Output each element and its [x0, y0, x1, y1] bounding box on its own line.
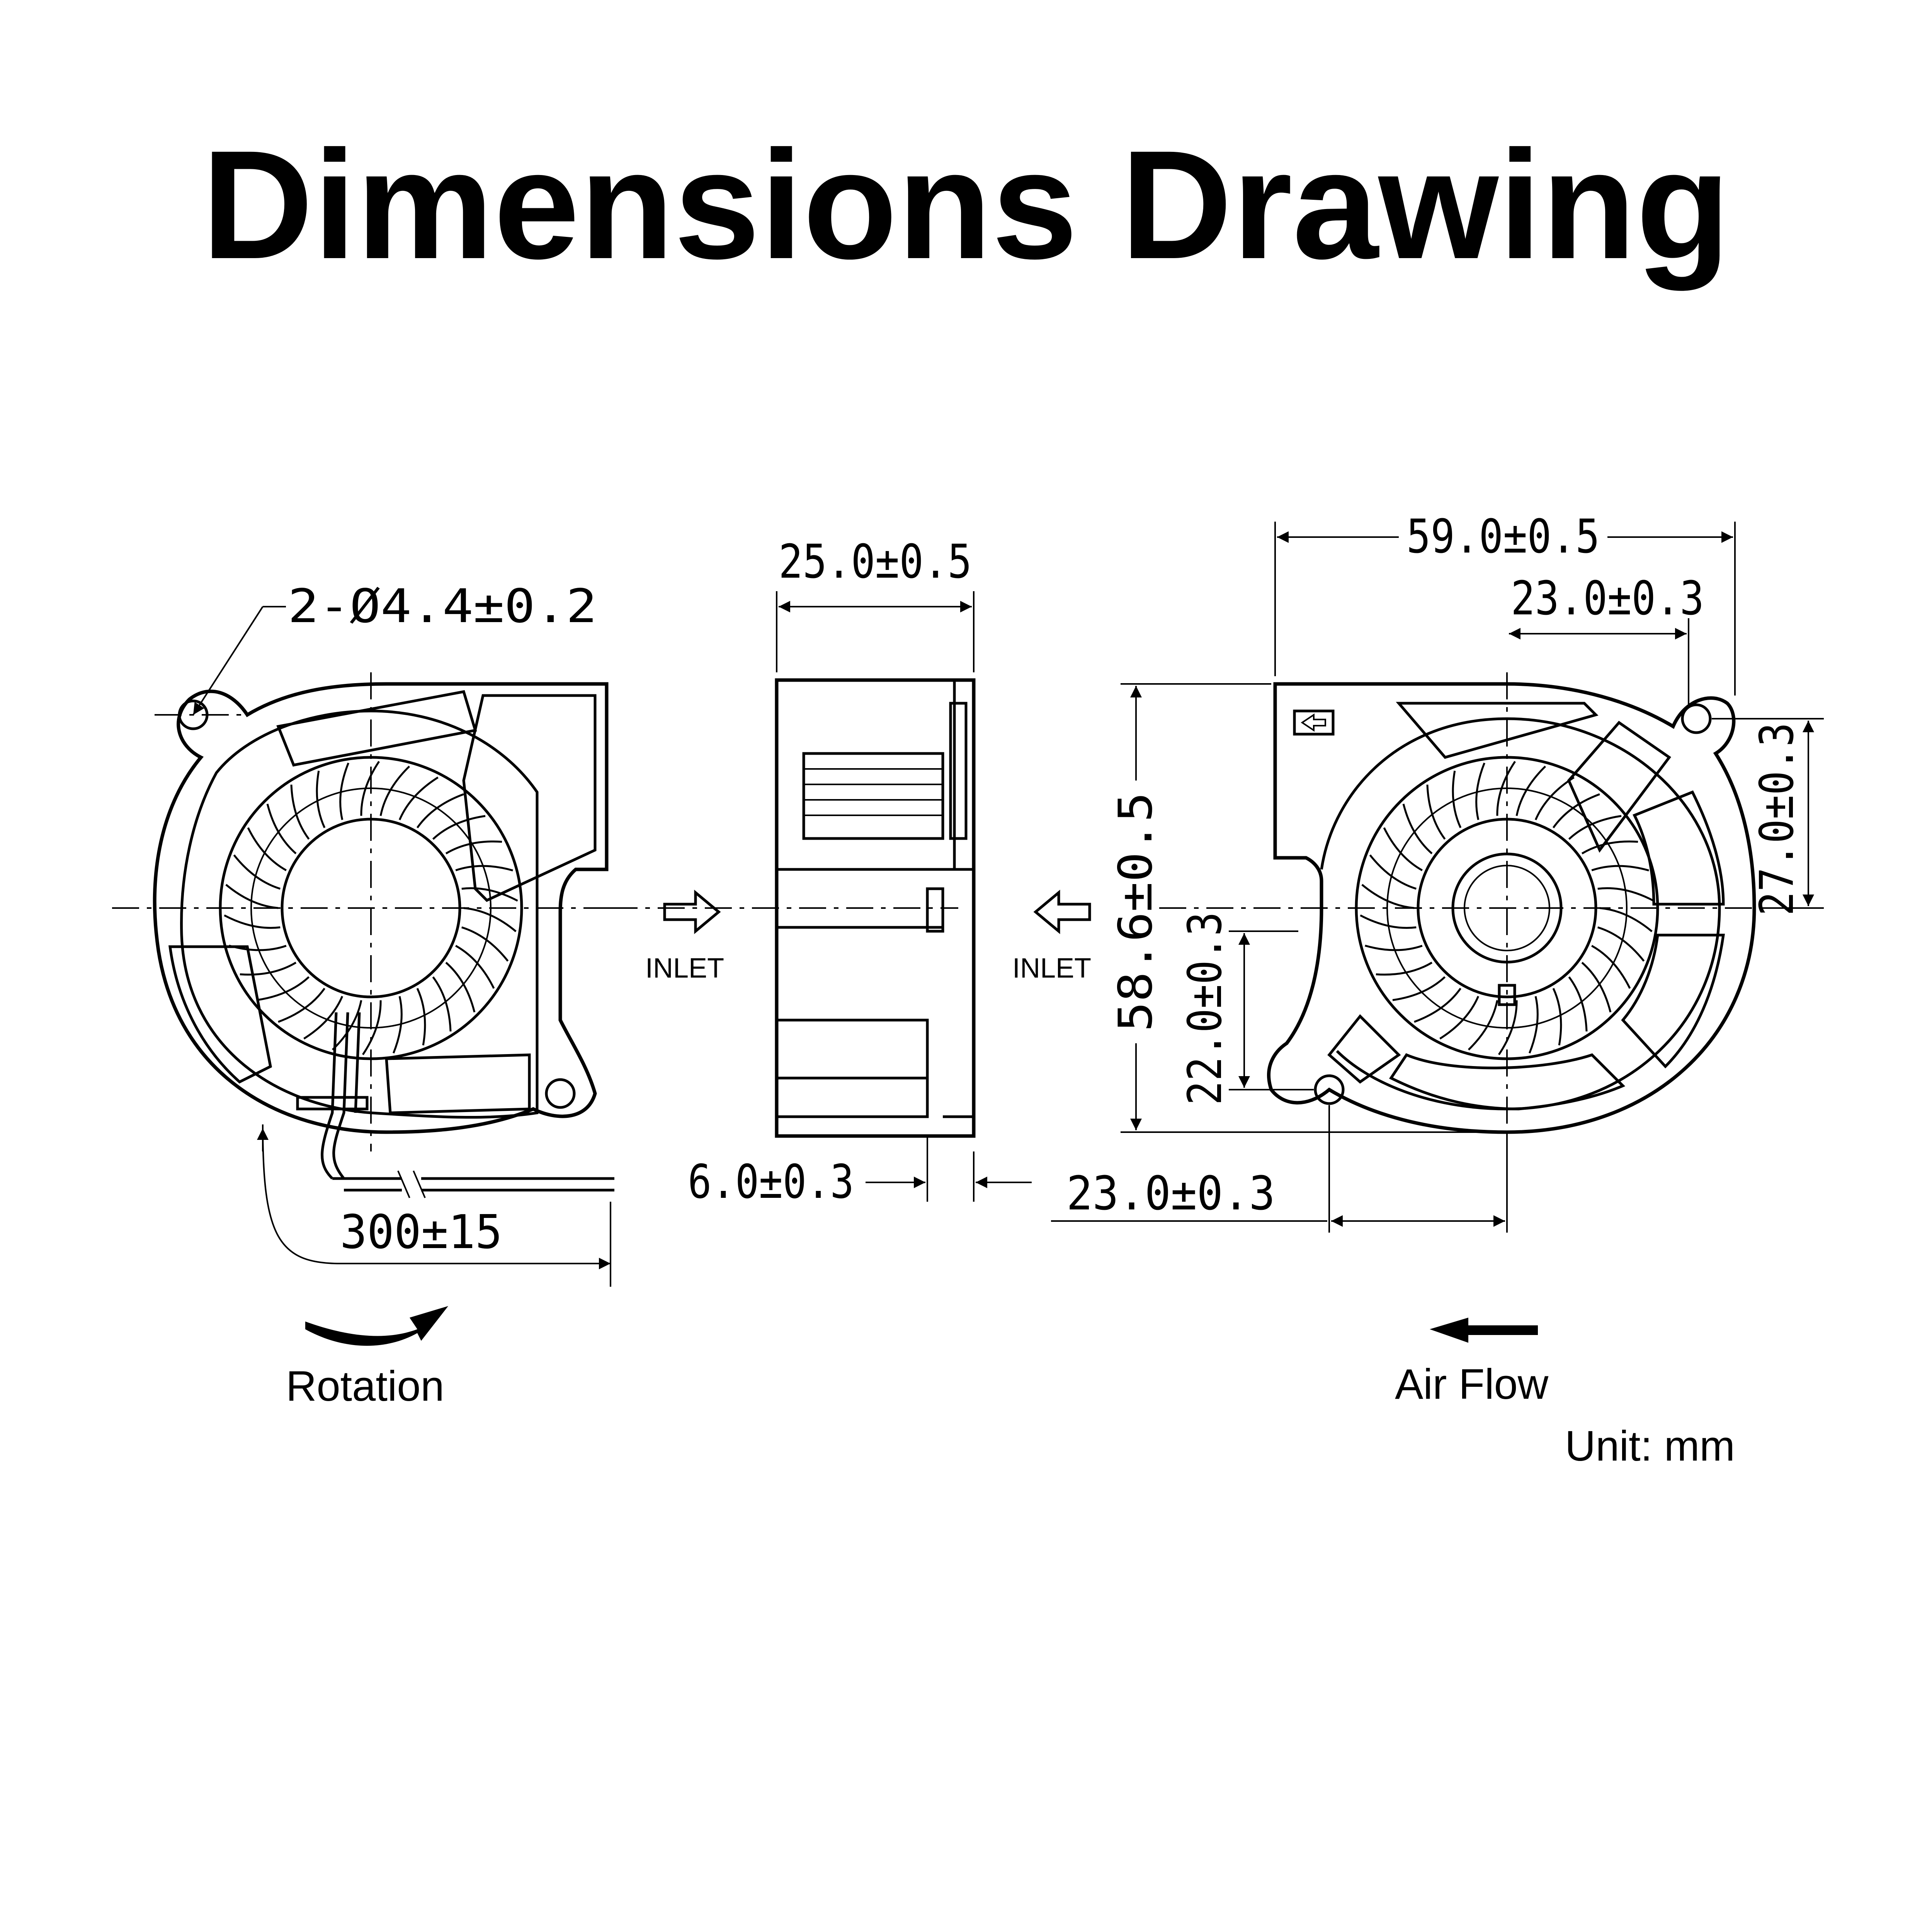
depth-label: 25.0±0.5 — [779, 535, 972, 589]
impeller-blade — [1515, 765, 1546, 816]
impeller-blade — [290, 784, 310, 840]
air-flow-label: Air Flow — [1395, 1361, 1549, 1408]
impeller-blades-front — [224, 761, 518, 1055]
impeller-blade — [1361, 884, 1415, 909]
impeller-blade — [1568, 815, 1622, 840]
impeller-blade — [360, 761, 380, 816]
impeller-blade — [362, 1000, 382, 1055]
impeller-blade — [278, 988, 326, 1023]
impeller-blade — [1591, 945, 1631, 989]
rotation-label: Rotation — [286, 1362, 444, 1410]
impeller-blade — [1581, 840, 1638, 855]
outlet-offset-label: 23.0±0.3 — [1511, 572, 1704, 626]
impeller-blade — [455, 865, 514, 872]
curved-arrow-icon — [305, 1306, 448, 1346]
impeller-blade — [1452, 770, 1462, 828]
impeller-blade — [1439, 996, 1480, 1040]
impeller-blade — [225, 884, 279, 909]
impeller-blade — [1498, 1000, 1518, 1055]
front-view: 300±15 2-Ø4.4±0.2 — [112, 580, 638, 1287]
hole-height-label: 27.0±0.3 — [1750, 723, 1804, 916]
impeller-blade — [1376, 961, 1433, 976]
rotation-indicator: Rotation — [286, 1306, 448, 1410]
impeller-blade — [416, 793, 464, 828]
impeller-blade — [266, 803, 297, 854]
width-label: 59.0±0.5 — [1406, 510, 1600, 564]
unit-label: Unit: mm — [1565, 1422, 1735, 1470]
impeller-blade — [1383, 827, 1423, 871]
impeller-blade — [1392, 976, 1446, 1001]
outlet-depth-label: 6.0±0.3 — [688, 1155, 854, 1209]
impeller-blade — [1597, 887, 1654, 902]
impeller-blade — [379, 765, 410, 816]
impeller-blade — [256, 976, 310, 1001]
impeller-blade — [1364, 944, 1423, 951]
impeller-blade — [240, 961, 297, 976]
impeller-blade — [224, 914, 281, 929]
side-view: 25.0±0.5 6.0±0.3 INLET INLET — [611, 535, 1091, 1209]
left-arrow-icon — [1430, 1318, 1538, 1343]
inlet-left-label: INLET — [645, 953, 724, 984]
impeller-blade — [303, 996, 344, 1040]
impeller-blade — [1591, 865, 1650, 872]
impeller-blade — [1475, 762, 1485, 820]
impeller-blades-back — [1360, 761, 1654, 1055]
impeller-blade — [1426, 784, 1446, 840]
impeller-blade — [1369, 854, 1417, 890]
impeller-blade — [1496, 761, 1516, 816]
impeller-blade — [1414, 988, 1462, 1023]
impeller-blade — [339, 762, 349, 820]
impeller-blade — [1599, 907, 1653, 932]
impeller-blade — [455, 945, 495, 989]
impeller-blade — [398, 776, 439, 820]
impeller-blade — [445, 962, 476, 1013]
impeller-blade — [233, 854, 281, 890]
impeller-blade — [1468, 1000, 1498, 1051]
impeller-blade — [393, 996, 403, 1054]
hole-spec-label: 2-Ø4.4±0.2 — [288, 580, 597, 633]
impeller-blade — [247, 827, 287, 871]
impeller-blade — [461, 926, 509, 962]
impeller-blade — [1534, 776, 1575, 820]
hollow-right-arrow-icon — [663, 889, 721, 934]
impeller-blade — [461, 887, 518, 902]
impeller-blade — [445, 840, 502, 855]
impeller-blade — [416, 988, 426, 1046]
impeller-blade — [463, 907, 517, 932]
impeller-blade — [1402, 803, 1433, 854]
page-title: Dimensions Drawing — [201, 118, 1731, 291]
outlet-arrow-icon — [1301, 713, 1326, 732]
impeller-blade — [1552, 793, 1600, 828]
impeller-blade — [1581, 962, 1612, 1013]
impeller-blade — [432, 815, 486, 840]
impeller-blade — [432, 976, 452, 1032]
impeller-blade — [1529, 996, 1539, 1054]
impeller-blade — [1597, 926, 1645, 962]
inlet-right-label: INLET — [1012, 953, 1091, 984]
impeller-blades-side — [804, 768, 943, 816]
impeller-blade — [1568, 976, 1588, 1032]
hole-offset-vertical-label: 22.0±0.3 — [1179, 912, 1232, 1105]
back-view: 59.0±0.5 23.0±0.3 58.6±0.5 27.0±0.3 22.0… — [1051, 510, 1824, 1233]
hollow-left-arrow-icon — [1033, 889, 1091, 934]
hole-offset-horizontal-label: 23.0±0.3 — [1066, 1167, 1275, 1221]
impeller-blade — [1552, 988, 1562, 1046]
impeller-blade — [228, 944, 287, 951]
impeller-blade — [332, 1000, 362, 1051]
impeller-blade — [1360, 914, 1417, 929]
lead-length-label: 300±15 — [340, 1206, 502, 1259]
height-label: 58.6±0.5 — [1109, 792, 1163, 1032]
impeller-blade — [316, 770, 326, 828]
air-flow-indicator: Air Flow Unit: mm — [1395, 1318, 1735, 1470]
